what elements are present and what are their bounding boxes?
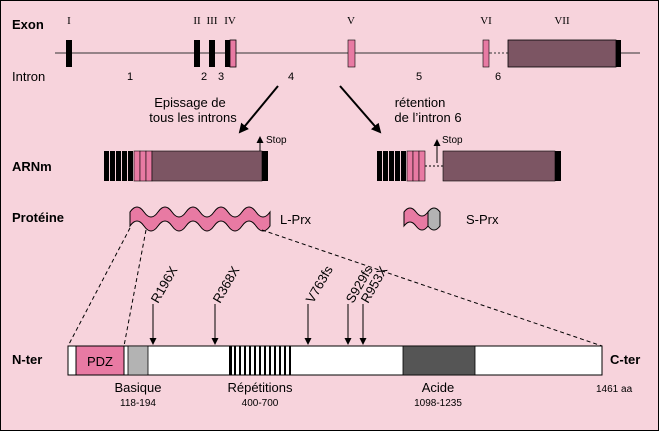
splice-arrow-right: [339, 85, 382, 134]
acide-label: Acide: [422, 380, 455, 395]
zoom-line-right: [261, 229, 603, 347]
exon-label-ii: II: [193, 15, 201, 27]
exon-i-block: [66, 40, 72, 67]
nter-label: N-ter: [12, 352, 42, 367]
exon-iv-block-a: [225, 40, 230, 67]
exon-label: Exon: [12, 17, 44, 32]
splice-arrow-left: [238, 85, 279, 134]
mrna-s-prx: [377, 150, 561, 182]
protein-length: 1461 aa: [596, 384, 633, 395]
zoom-line-left: [67, 227, 131, 347]
acide-domain: [402, 345, 476, 376]
proteine-label: Protéine: [12, 210, 64, 225]
intron-label-6: 6: [495, 71, 501, 83]
s-prx-label: S-Prx: [466, 212, 499, 227]
mrna-l-prx: [104, 150, 268, 182]
intron-label-4: 4: [288, 71, 294, 83]
exon-v-block: [347, 39, 356, 68]
intron-label: Intron: [12, 69, 45, 84]
basique-label: Basique: [115, 380, 162, 395]
repetitions-domain: [229, 346, 291, 375]
exon-label-vi: VI: [480, 15, 492, 27]
exon-iii-block: [209, 40, 215, 67]
exon-vii-end: [616, 40, 621, 67]
exon-vii-block: [507, 39, 617, 68]
intron-label-2: 2: [201, 71, 207, 83]
pdz-label: PDZ: [87, 354, 113, 369]
repetitions-label: Répétitions: [227, 380, 293, 395]
acide-range: 1098-1235: [414, 398, 462, 409]
repetitions-range: 400-700: [242, 398, 279, 409]
arnm-label: ARNm: [12, 159, 52, 174]
pdz-domain: [75, 345, 125, 376]
exon-vi-block: [482, 39, 490, 68]
splice-left-line2: tous les introns: [149, 110, 237, 125]
cter-label: C-ter: [610, 352, 640, 367]
l-prx-label: L-Prx: [280, 212, 312, 227]
splice-right-line2: de l’intron 6: [394, 110, 461, 125]
protein-bar: [67, 345, 603, 376]
exon-ii-block: [194, 40, 200, 67]
basique-domain: [127, 345, 149, 376]
splice-right-line1: rétention: [395, 95, 446, 110]
exon-iv-block-b: [229, 39, 237, 68]
intron-label-3: 3: [218, 71, 224, 83]
s-prx-shape: [403, 207, 441, 231]
intron-label-5: 5: [416, 71, 422, 83]
stop-label-left: Stop: [266, 135, 287, 146]
exon-label-vii: VII: [554, 15, 570, 27]
basique-range: 118-194: [120, 398, 156, 409]
exon-label-iii: III: [207, 15, 218, 27]
intron-label-1: 1: [127, 71, 133, 83]
zoom-line-pdz: [123, 229, 147, 347]
l-prx-shape: [129, 206, 271, 232]
exon-label-v: V: [347, 15, 355, 27]
splice-left-line1: Epissage de: [154, 95, 226, 110]
stop-label-right: Stop: [442, 135, 463, 146]
exon-label-i: I: [67, 15, 71, 27]
exon-label-iv: IV: [224, 15, 236, 27]
